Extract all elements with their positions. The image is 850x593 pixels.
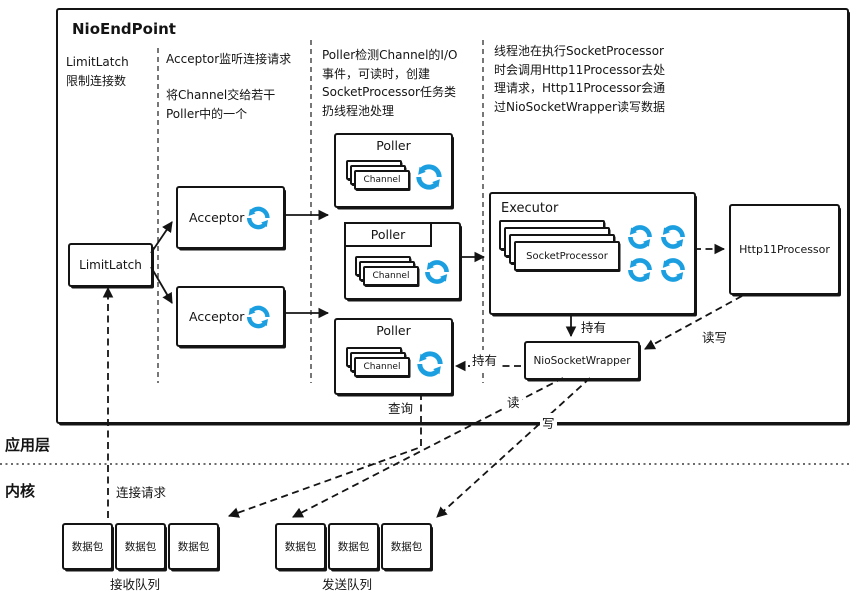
packet-box: 数据包	[115, 523, 166, 570]
packet-label: 数据包	[71, 541, 104, 553]
channel-label: Channel	[372, 271, 410, 281]
packet-box: 数据包	[275, 523, 326, 570]
hold-label-executor-wrapper: 持有	[579, 317, 609, 336]
limitlatch-label: LimitLatch	[79, 258, 142, 272]
note-threadpool: 线程池在执行SocketProcessor 时会调用Http11Processo…	[494, 44, 666, 114]
connect-request-label: 连接请求	[114, 482, 169, 501]
hold-label-poller-wrapper: 持有	[470, 350, 500, 369]
refresh-icon	[422, 257, 452, 287]
write-label: 写	[540, 413, 557, 432]
poller-box-3: Poller Channel	[334, 318, 453, 395]
acceptor-label: Acceptor	[189, 309, 245, 324]
acceptor-box-1: Acceptor	[176, 186, 285, 249]
niosocketwrapper-label: NioSocketWrapper	[533, 354, 631, 367]
refresh-icon	[413, 161, 445, 193]
channel-label: Channel	[363, 175, 401, 185]
poller-label: Poller	[370, 227, 406, 242]
receive-queue-caption: 接收队列	[109, 577, 160, 592]
packet-label: 数据包	[124, 541, 157, 553]
http11processor-label: Http11Processor	[739, 243, 830, 256]
note-poller: Poller检测Channel的I/O 事件，可读时，创建 SocketProc…	[322, 48, 458, 118]
http11processor-box: Http11Processor	[729, 204, 840, 295]
socketprocessor-label: SocketProcessor	[526, 250, 608, 262]
packet-box: 数据包	[168, 523, 219, 570]
packet-label: 数据包	[337, 541, 370, 553]
acceptor-inner: Acceptor	[178, 288, 283, 345]
refresh-icon	[658, 255, 688, 285]
packet-label: 数据包	[390, 541, 423, 553]
acceptor-inner: Acceptor	[178, 188, 283, 247]
channel-box: Channel	[354, 170, 410, 190]
packet-box: 数据包	[328, 523, 379, 570]
packet-label: 数据包	[284, 541, 317, 553]
niosocketwrapper-box: NioSocketWrapper	[524, 341, 640, 380]
nioendpoint-title: NioEndPoint	[72, 20, 176, 38]
query-label: 查询	[386, 398, 416, 417]
packet-box: 数据包	[381, 523, 432, 570]
refresh-icon	[625, 255, 655, 285]
application-layer-label: 应用层	[5, 436, 51, 454]
poller-box-1: Poller Channel	[334, 133, 453, 208]
poller-label: Poller	[376, 138, 411, 153]
refresh-icon	[625, 222, 655, 252]
readwrite-label: 读写	[700, 327, 730, 346]
poller-label: Poller	[376, 323, 411, 338]
kernel-layer-label: 内核	[5, 482, 36, 500]
executor-label: Executor	[501, 201, 559, 216]
refresh-icon	[658, 222, 688, 252]
channel-box: Channel	[363, 266, 419, 286]
acceptor-label: Acceptor	[189, 210, 245, 225]
socketprocessor-box: SocketProcessor	[514, 241, 620, 271]
note-acceptor: Acceptor监听连接请求	[166, 52, 292, 66]
note-channel-handoff: 将Channel交给若干 Poller中的一个	[166, 88, 276, 121]
send-queue-caption: 发送队列	[321, 577, 372, 592]
executor-box: Executor SocketProcessor	[489, 192, 696, 315]
refresh-icon	[244, 300, 273, 334]
note-limitlatch: LimitLatch 限制连接数	[66, 55, 129, 88]
limitlatch-box: LimitLatch	[68, 243, 153, 287]
read-label: 读	[505, 392, 522, 411]
poller-title-box: Poller	[344, 222, 432, 247]
channel-label: Channel	[363, 362, 401, 372]
packet-label: 数据包	[177, 541, 210, 553]
poller-box-2: Poller Channel	[344, 222, 461, 300]
refresh-icon	[244, 201, 273, 235]
refresh-icon	[414, 348, 446, 380]
channel-box: Channel	[354, 357, 410, 377]
acceptor-box-2: Acceptor	[176, 286, 285, 347]
packet-box: 数据包	[62, 523, 113, 570]
